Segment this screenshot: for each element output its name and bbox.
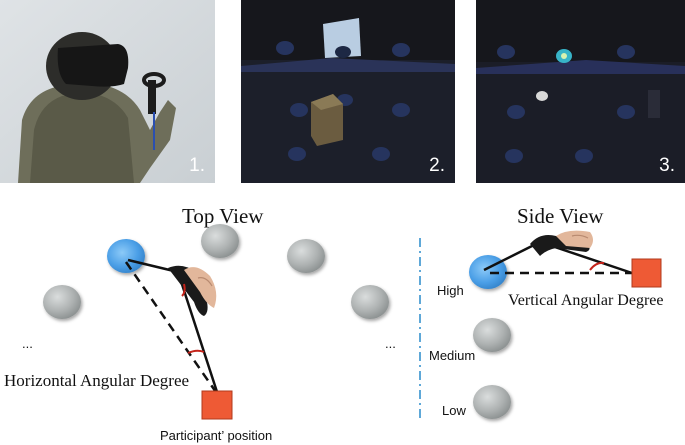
vertical-angular-degree-label: Vertical Angular Degree xyxy=(508,292,664,309)
top-view-ellipsis-right: ... xyxy=(385,336,396,351)
participant-position-label: Participant’ position xyxy=(160,428,273,443)
photo-participant-headset: 1. xyxy=(0,0,215,183)
side-view-hand-controller-icon xyxy=(530,230,593,256)
top-view-sphere xyxy=(201,224,239,258)
top-view-angle-arc xyxy=(187,349,205,354)
side-view-participant-marker xyxy=(631,258,662,288)
participant-position-marker xyxy=(201,390,233,420)
angular-degree-diagram xyxy=(43,224,662,420)
level-label-high: High xyxy=(437,283,464,298)
top-view-target-sphere xyxy=(107,239,145,273)
top-view-ellipsis-left: ... xyxy=(22,336,33,351)
top-view-sphere xyxy=(287,239,325,273)
photo-2-label: 2. xyxy=(429,155,445,176)
top-view-hand-controller-icon xyxy=(168,265,217,316)
side-view-sphere-medium xyxy=(473,318,511,352)
level-label-low: Low xyxy=(442,403,466,418)
photo-1-label: 1. xyxy=(189,155,205,176)
photo-virtual-scene-box: 2. xyxy=(241,0,455,183)
horizontal-angular-degree-label: Horizontal Angular Degree xyxy=(4,371,190,390)
side-view-pointing-line xyxy=(483,240,541,272)
top-view-target-dashed-line xyxy=(124,261,220,396)
side-view-title: Side View xyxy=(517,204,604,228)
photo-3-label: 3. xyxy=(659,155,675,176)
side-view-sphere-low xyxy=(473,385,511,419)
top-view-title: Top View xyxy=(182,204,264,228)
level-label-medium: Medium xyxy=(429,348,476,363)
top-view-sphere xyxy=(351,285,389,319)
photo-virtual-scene-target: 3. xyxy=(476,0,685,183)
side-view-angle-arc xyxy=(589,261,605,271)
top-view-sphere xyxy=(43,285,81,319)
